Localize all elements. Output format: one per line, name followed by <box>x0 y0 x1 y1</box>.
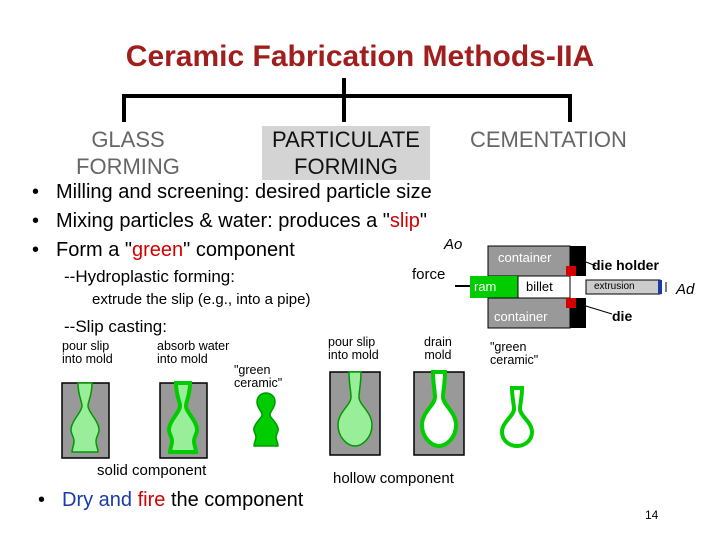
label-line: into mold <box>62 352 113 366</box>
bullet-mixing-text: Mixing particles & water: produces a " <box>56 210 390 232</box>
mold-drain <box>413 370 465 456</box>
label-green-ceramic-2: "green ceramic" <box>490 341 538 367</box>
label-line: absorb water <box>157 339 230 353</box>
fire-term: fire <box>137 489 166 511</box>
label-line: "green <box>490 340 527 354</box>
bullet-milling-text: Milling and screening: desired particle … <box>56 181 432 203</box>
label-absorb-water: absorb water into mold <box>157 340 229 366</box>
bullet-dry-fire: • Dry and fire the component <box>38 489 303 512</box>
mold-absorb-water <box>159 381 208 459</box>
hollow-green-ceramic <box>499 386 535 449</box>
bullet-dot: • <box>38 489 46 511</box>
slip-casting-heading: --Slip casting: <box>64 317 167 336</box>
label-container-bottom: container <box>494 309 548 324</box>
mold-pour-slip-1 <box>61 382 110 459</box>
dry-text: Dry and <box>62 489 138 511</box>
label-solid-component: solid component <box>97 462 207 479</box>
label-ram: ram <box>474 279 497 294</box>
page-title: Ceramic Fabrication Methods-IIA <box>125 40 595 73</box>
label-hollow-component: hollow component <box>333 470 454 487</box>
category-particulate-line1: PARTICULATE <box>262 126 430 153</box>
category-glass-forming: GLASS FORMING <box>58 126 198 180</box>
bullet-mixing: • Mixing particles & water: produces a "s… <box>32 210 427 233</box>
label-billet: billet <box>526 279 553 294</box>
bullet-dot: • <box>32 181 40 203</box>
category-cementation: CEMENTATION <box>470 127 627 152</box>
hydroplastic-desc: extrude the slip (e.g., into a pipe) <box>92 291 311 308</box>
mold-pour-slip-2 <box>329 371 381 456</box>
label-pour-slip-1: pour slip into mold <box>62 340 113 366</box>
label-die-holder: die holder <box>592 257 659 273</box>
label-green-ceramic-1: "green ceramic" <box>234 364 282 390</box>
hydroplastic-heading: --Hydroplastic forming: <box>64 267 235 286</box>
label-die: die <box>612 308 633 324</box>
label-extrusion: extrusion <box>594 281 635 292</box>
label-line: into mold <box>328 348 379 362</box>
bullet-dot: • <box>32 210 40 232</box>
category-particulate-forming: PARTICULATE FORMING <box>262 126 430 180</box>
bullet-dry-end: the component <box>165 489 304 511</box>
label-line: mold <box>424 348 452 362</box>
label-line: ceramic" <box>234 376 283 390</box>
bullet-form: • Form a "green" component <box>32 239 295 262</box>
ao-text: Ao <box>444 236 463 253</box>
category-glass-line1: GLASS <box>91 127 165 152</box>
label-line: drain <box>424 335 452 349</box>
label-line: ceramic" <box>490 353 539 367</box>
label-ad: Ad <box>676 281 695 298</box>
bullet-form-end: " component <box>183 239 295 261</box>
page-number: 14 <box>645 508 659 522</box>
label-line: "green <box>234 363 271 377</box>
bullet-mixing-end: " <box>419 210 428 232</box>
category-glass-line2: FORMING <box>76 154 180 179</box>
label-line: pour slip <box>328 335 376 349</box>
extrusion-schematic <box>455 245 667 329</box>
category-particulate-line2: FORMING <box>262 153 430 180</box>
hierarchy-connectors <box>122 78 572 122</box>
label-pour-slip-2: pour slip into mold <box>328 336 379 362</box>
label-line: into mold <box>157 352 208 366</box>
label-ao: Ao <box>444 236 462 253</box>
bullet-dot: • <box>32 239 40 261</box>
slip-term: slip <box>389 210 420 232</box>
label-line: pour slip <box>62 339 110 353</box>
label-force: force <box>412 266 446 283</box>
green-term: green <box>132 239 184 261</box>
bullet-milling: • Milling and screening: desired particle… <box>32 181 432 204</box>
solid-green-ceramic <box>253 392 279 447</box>
label-drain-mold: drain mold <box>424 336 452 362</box>
label-container-top: container <box>498 250 552 265</box>
bullet-form-text: Form a " <box>56 239 132 261</box>
